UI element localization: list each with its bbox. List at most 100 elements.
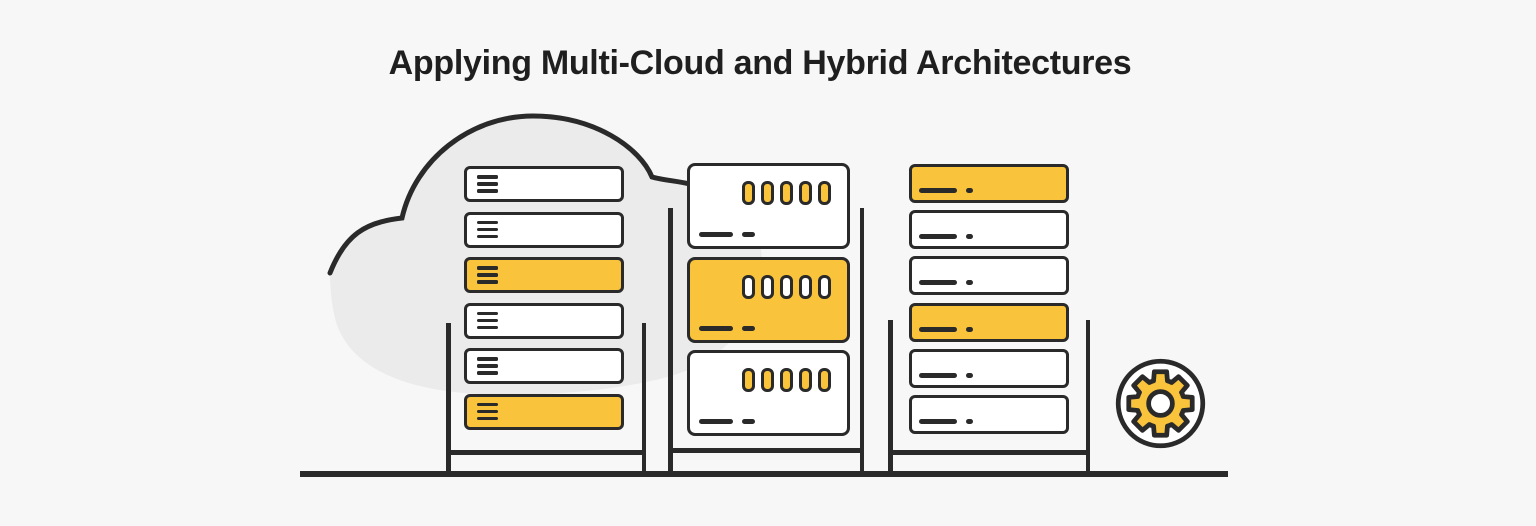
rack-units [687,163,850,436]
menu-line [477,364,498,368]
menu-line [477,416,498,421]
server-unit-yellow [909,302,1069,342]
rack-shelf [668,448,864,453]
menu-line [477,325,498,330]
server-unit-yellow [687,256,850,343]
dash-long [919,280,957,286]
vent-slot [742,368,755,392]
dash-dot [966,372,973,378]
dash-short [742,419,755,424]
status-dashes [919,372,973,378]
vent-slots-icon [742,181,831,205]
vent-slot [818,368,831,392]
status-dashes [919,188,973,193]
vent-slot [780,368,793,392]
server-unit-white [909,348,1069,388]
dash-dot [966,280,973,286]
menu-line [477,402,498,407]
ground-line [300,471,1228,477]
dash-dot [966,326,973,332]
gear-icon [1115,358,1206,449]
vent-slots-icon [742,274,831,299]
rack-leg-left [668,208,673,474]
vent-slot [761,368,774,392]
rack-leg-left [446,323,451,474]
menu-line [477,266,498,270]
page-title: Applying Multi-Cloud and Hybrid Architec… [388,44,1132,82]
menu-line [477,318,498,323]
cloud-fill-shape [330,116,762,395]
dash-long [699,419,733,424]
menu-line [477,220,498,225]
vent-slot [818,274,831,299]
menu-lines-icon [477,266,498,284]
menu-line [477,280,498,284]
server-unit-white [464,348,624,384]
menu-lines-icon [477,175,498,193]
vent-slot [742,181,755,205]
cloud-outline-stroke [327,113,693,276]
vent-slot [818,181,831,205]
vent-slot [742,274,755,299]
rack-shelf [888,450,1090,455]
dash-dot [966,188,973,193]
server-rack-middle [668,163,864,474]
menu-lines-icon [477,402,498,421]
vent-slot [799,181,812,205]
server-unit-white [464,166,624,202]
menu-line [477,189,498,193]
vent-slot [799,274,812,299]
server-unit-yellow [909,164,1069,203]
status-dashes [699,325,755,331]
menu-line [477,234,498,239]
dash-long [919,418,957,424]
rack-leg-left [888,320,893,474]
vent-slot [780,274,793,299]
rack-shelf [446,450,646,455]
status-dashes [699,232,755,237]
vent-slot [761,274,774,299]
server-unit-yellow [464,393,624,430]
server-unit-white [687,163,850,249]
dash-long [699,232,733,237]
dash-long [919,372,957,378]
menu-line [477,175,498,179]
menu-line [477,182,498,186]
dash-short [742,232,755,237]
rack-units [909,164,1069,434]
menu-line [477,227,498,232]
dash-dot [966,418,973,424]
dash-long [919,188,957,193]
cloud-icon [327,113,762,395]
server-rack-left [446,166,646,474]
dash-long [919,234,957,240]
vent-slot [799,368,812,392]
menu-line [477,311,498,316]
server-unit-white [909,210,1069,250]
vent-slots-icon [742,368,831,392]
status-dashes [919,326,973,332]
dash-short [742,325,755,331]
menu-line [477,273,498,277]
dash-long [699,325,733,331]
server-rack-right [888,164,1090,474]
rack-leg-right [641,323,646,474]
rack-units [464,166,624,430]
gear-hole [1146,389,1175,418]
server-unit-white [909,394,1069,434]
status-dashes [919,418,973,424]
server-unit-white [687,350,850,436]
server-unit-white [464,211,624,248]
menu-lines-icon [477,357,498,375]
menu-line [477,371,498,375]
menu-lines-icon [477,311,498,330]
status-dashes [699,419,755,424]
dash-dot [966,234,973,240]
server-unit-white [909,256,1069,296]
menu-line [477,357,498,361]
dash-long [919,326,957,332]
server-unit-yellow [464,257,624,293]
status-dashes [919,234,973,240]
vent-slot [780,181,793,205]
